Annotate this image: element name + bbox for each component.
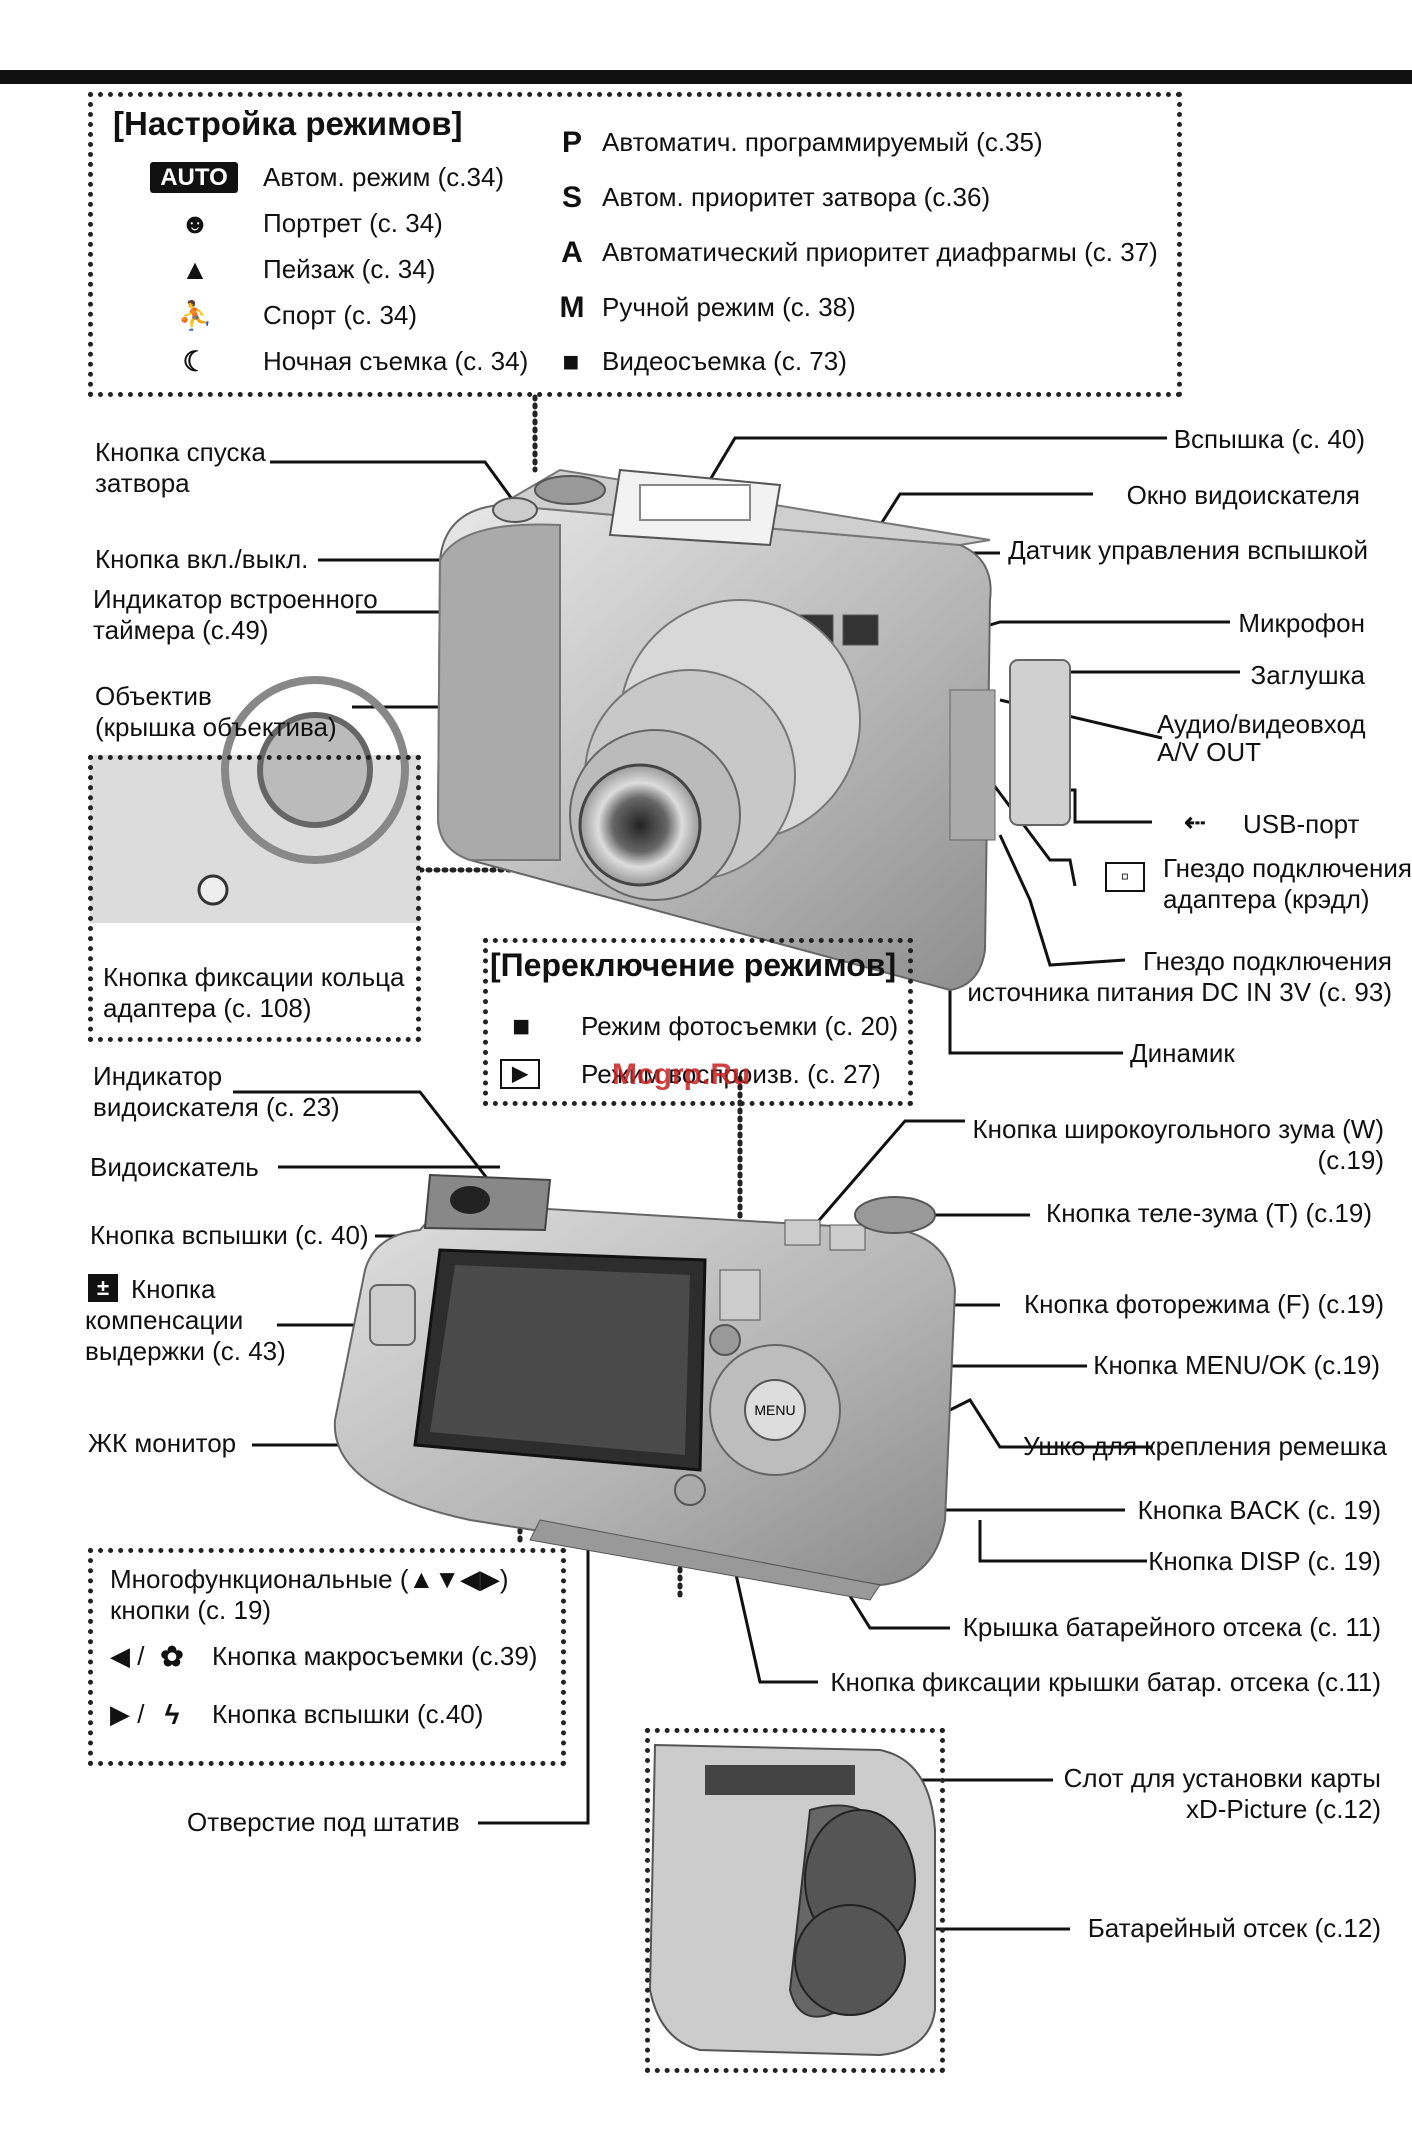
label-shutter: Кнопка спуска затвора bbox=[95, 437, 266, 498]
macro-icon: ✿ bbox=[160, 1641, 184, 1672]
mode-label-p: Автоматич. программируемый (с.35) bbox=[602, 127, 1043, 157]
mode-label-sport: Спорт (с. 34) bbox=[263, 300, 418, 330]
label-cap: Заглушка bbox=[1250, 660, 1365, 690]
sport-icon: ⛹ bbox=[177, 300, 213, 331]
label-usb: USB-порт bbox=[1243, 809, 1360, 839]
mode-label-auto: Автом. режим (с.34) bbox=[263, 162, 505, 192]
label-lens: Объектив (крышка объектива) bbox=[95, 681, 337, 742]
mode-label-portrait: Портрет (с. 34) bbox=[263, 208, 443, 238]
label-viewfinder: Видоискатель bbox=[90, 1152, 259, 1182]
label-lcd: ЖК монитор bbox=[88, 1428, 237, 1458]
label-card-slot: Слот для установки карты xD-Picture (с.1… bbox=[1063, 1763, 1381, 1824]
mode-label-landscape: Пейзаж (с. 34) bbox=[263, 254, 436, 284]
label-tripod: Отверстие под штатив bbox=[187, 1807, 460, 1837]
s-mode-icon: S bbox=[561, 181, 582, 214]
exposure-icon: ± bbox=[88, 1274, 118, 1302]
label-flash-sensor: Датчик управления вспышкой bbox=[1008, 535, 1368, 565]
mode-label-m: Ручной режим (с. 38) bbox=[602, 292, 856, 322]
night-icon: ☾ bbox=[182, 346, 208, 377]
label-microphone: Микрофон bbox=[1238, 608, 1365, 638]
label-self-timer: Индикатор встроенного таймера (с.49) bbox=[93, 584, 378, 645]
portrait-icon: ☻ bbox=[180, 208, 210, 239]
cradle-icon: ▫ bbox=[1105, 862, 1145, 892]
label-ring-lock: Кнопка фиксации кольца адаптера (с. 108) bbox=[103, 962, 405, 1023]
label-flash-button: Кнопка вспышки (с. 40) bbox=[90, 1220, 369, 1250]
play-icon: ▶ bbox=[500, 1059, 540, 1089]
auto-mode-icon: AUTO bbox=[150, 162, 238, 193]
label-back: Кнопка BACK (с. 19) bbox=[1137, 1495, 1381, 1525]
label-strap: Ушко для крепления ремешка bbox=[1023, 1431, 1387, 1461]
multi-function-box bbox=[88, 1548, 566, 1766]
ring-lock-inset-box bbox=[88, 755, 421, 1042]
label-vf-indicator: Индикатор видоискателя (с. 23) bbox=[93, 1061, 340, 1122]
label-cradle: Гнездо подключения адаптера (крэдл) bbox=[1163, 853, 1412, 914]
mode-label-movie: Видеосъемка (с. 73) bbox=[602, 346, 847, 376]
watermark: Mcgrp.Ru bbox=[612, 1058, 751, 1091]
label-menu-ok: Кнопка MENU/OK (с.19) bbox=[1093, 1350, 1380, 1380]
label-photo-mode: Кнопка фоторежима (F) (с.19) bbox=[1023, 1289, 1384, 1319]
a-mode-icon: A bbox=[561, 236, 583, 269]
mode-settings-title: [Настройка режимов] bbox=[113, 105, 463, 142]
label-battery: Батарейный отсек (с.12) bbox=[1087, 1913, 1381, 1943]
label-viewfinder-window: Окно видоискателя bbox=[1126, 480, 1360, 510]
label-exposure: Кнопка компенсации выдержки (с. 43) bbox=[85, 1274, 286, 1366]
multi-label-flash: Кнопка вспышки (с.40) bbox=[212, 1699, 484, 1729]
label-disp: Кнопка DISP (с. 19) bbox=[1148, 1546, 1381, 1576]
multi-prefix-macro: ◀ / bbox=[110, 1641, 145, 1671]
svg-text:MENU: MENU bbox=[754, 1402, 795, 1418]
camera-icon: ■ bbox=[511, 1010, 531, 1043]
usb-icon: ⇠ bbox=[1184, 807, 1206, 837]
label-speaker: Динамик bbox=[1130, 1038, 1235, 1068]
top-rule bbox=[0, 70, 1412, 84]
m-mode-icon: M bbox=[559, 291, 585, 324]
label-wide-zoom: Кнопка широкоугольного зума (W) (с.19) bbox=[972, 1114, 1385, 1175]
mode-label-night: Ночная съемка (с. 34) bbox=[263, 346, 529, 376]
switch-label-playback: Режим воспроизв. (с. 27) bbox=[581, 1059, 881, 1089]
switch-label-photo: Режим фотосъемки (с. 20) bbox=[581, 1011, 899, 1041]
label-dc-in: Гнездо подключения источника питания DC … bbox=[967, 946, 1392, 1007]
p-mode-icon: P bbox=[561, 126, 582, 159]
multi-function-title: Многофункциональные (▲▼◀▶) кнопки (с. 19… bbox=[110, 1564, 509, 1625]
battery-inset-box bbox=[645, 1728, 945, 2073]
multi-prefix-flash: ▶ / bbox=[110, 1699, 145, 1729]
mode-settings-box bbox=[88, 92, 1182, 397]
label-power: Кнопка вкл./выкл. bbox=[95, 544, 309, 574]
label-battery-lock: Кнопка фиксации крышки батар. отсека (с.… bbox=[830, 1667, 1381, 1697]
label-tele-zoom: Кнопка теле-зума (T) (с.19) bbox=[1046, 1198, 1372, 1228]
flash-icon: ϟ bbox=[164, 1699, 180, 1730]
movie-icon: ■ bbox=[562, 346, 580, 377]
mode-label-s: Автом. приоритет затвора (с.36) bbox=[602, 182, 991, 212]
mode-label-a: Автоматический приоритет диафрагмы (с. 3… bbox=[602, 237, 1158, 267]
mode-switch-box bbox=[483, 938, 913, 1106]
label-flash: Вспышка (с. 40) bbox=[1173, 424, 1365, 454]
mode-switch-title: [Переключение режимов] bbox=[490, 947, 897, 983]
label-av-out: Аудио/видеовход A/V OUT bbox=[1157, 709, 1366, 767]
label-battery-cover: Крышка батарейного отсека (с. 11) bbox=[962, 1612, 1381, 1642]
multi-label-macro: Кнопка макросъемки (с.39) bbox=[212, 1641, 538, 1671]
landscape-icon: ▲ bbox=[181, 254, 209, 285]
